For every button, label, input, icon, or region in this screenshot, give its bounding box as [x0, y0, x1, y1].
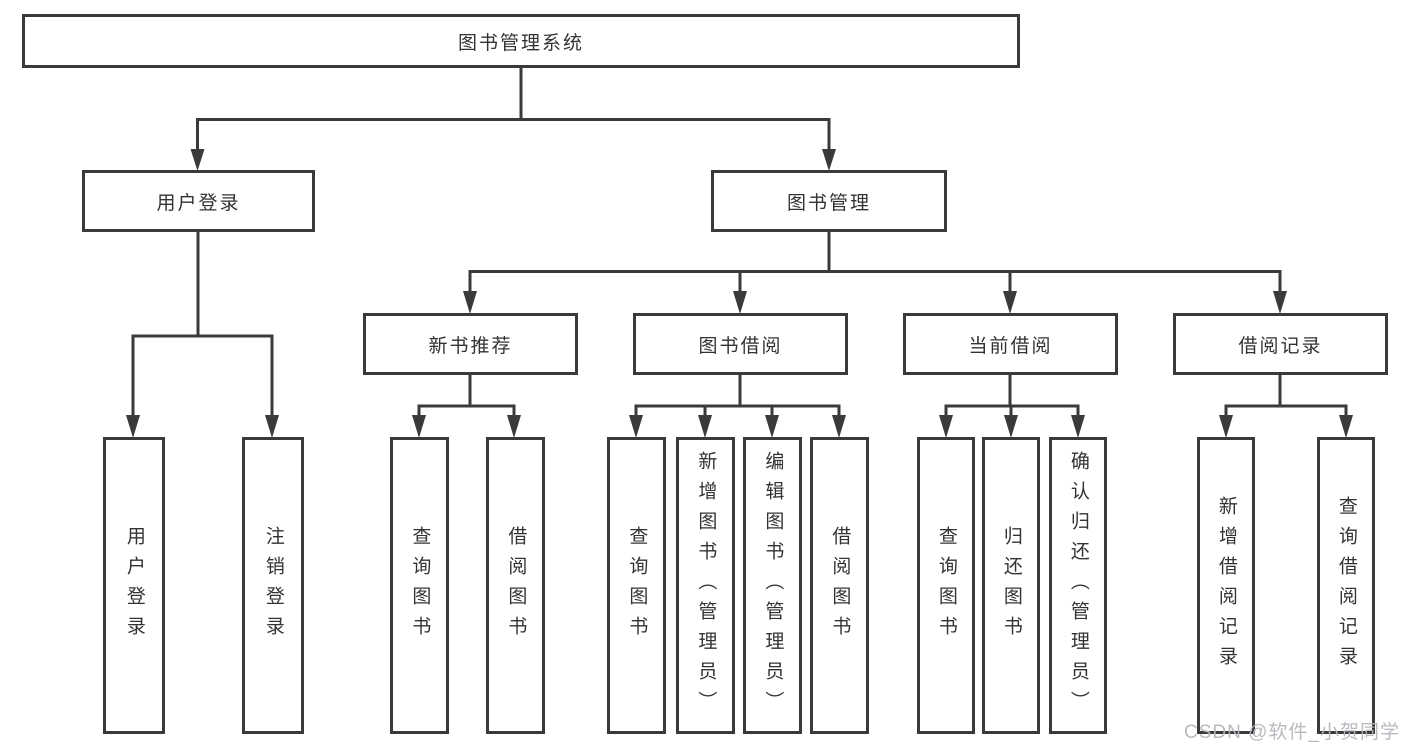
node-root: 图书管理系统 — [22, 14, 1020, 68]
leaf-logout-label: 注销登录 — [262, 525, 284, 646]
leaf-current-return-books: 归还图书 — [982, 437, 1040, 734]
leaf-records-add-record-label: 新增借阅记录 — [1215, 495, 1237, 676]
connector-book-management-to-level3 — [463, 229, 1287, 314]
leaf-borrow-edit-books-admin: 编辑图书（管理员） — [743, 437, 802, 734]
leaf-records-query-record-label: 查询借阅记录 — [1335, 495, 1357, 676]
leaf-recommend-borrow-books: 借阅图书 — [486, 437, 545, 734]
leaf-recommend-query-books: 查询图书 — [390, 437, 449, 734]
csdn-watermark: CSDN @软件_小贺同学 — [1184, 722, 1400, 743]
node-new-book-recommend-label: 新书推荐 — [428, 335, 513, 357]
leaf-recommend-borrow-books-label: 借阅图书 — [505, 525, 527, 646]
leaf-borrow-borrow-books-label: 借阅图书 — [829, 525, 851, 646]
connector-user-login-to-children — [126, 228, 279, 438]
node-book-borrow: 图书借阅 — [633, 313, 848, 375]
node-book-management-label: 图书管理 — [786, 192, 871, 214]
leaf-current-confirm-return-admin-label: 确认归还（管理员） — [1067, 450, 1089, 721]
node-current-borrow-label: 当前借阅 — [968, 335, 1053, 357]
leaf-borrow-borrow-books: 借阅图书 — [810, 437, 869, 734]
leaf-logout: 注销登录 — [242, 437, 304, 734]
leaf-current-confirm-return-admin: 确认归还（管理员） — [1049, 437, 1107, 734]
node-current-borrow: 当前借阅 — [903, 313, 1118, 375]
node-root-label: 图书管理系统 — [457, 32, 584, 54]
node-book-management: 图书管理 — [711, 170, 947, 232]
connector-new-book-recommend-to-children — [412, 372, 521, 438]
node-book-borrow-label: 图书借阅 — [698, 335, 783, 357]
connector-current-borrow-to-children — [939, 372, 1085, 438]
connector-book-borrow-to-children — [629, 372, 846, 438]
leaf-current-query-books: 查询图书 — [917, 437, 975, 734]
leaf-current-query-books-label: 查询图书 — [935, 525, 957, 646]
node-user-login-label: 用户登录 — [156, 192, 241, 214]
node-new-book-recommend: 新书推荐 — [363, 313, 578, 375]
leaf-borrow-add-books-admin-label: 新增图书（管理员） — [695, 450, 717, 721]
leaf-borrow-query-books: 查询图书 — [607, 437, 666, 734]
leaf-user-login: 用户登录 — [103, 437, 165, 734]
leaf-user-login-label: 用户登录 — [123, 525, 145, 646]
leaf-borrow-edit-books-admin-label: 编辑图书（管理员） — [762, 450, 784, 721]
node-borrow-records: 借阅记录 — [1173, 313, 1388, 375]
leaf-records-query-record: 查询借阅记录 — [1317, 437, 1375, 734]
leaf-current-return-books-label: 归还图书 — [1000, 525, 1022, 646]
connector-root-to-level2 — [190, 64, 836, 171]
leaf-borrow-query-books-label: 查询图书 — [626, 525, 648, 646]
connector-borrow-records-to-children — [1219, 372, 1353, 438]
node-borrow-records-label: 借阅记录 — [1238, 335, 1323, 357]
leaf-records-add-record: 新增借阅记录 — [1197, 437, 1255, 734]
leaf-borrow-add-books-admin: 新增图书（管理员） — [676, 437, 735, 734]
leaf-recommend-query-books-label: 查询图书 — [409, 525, 431, 646]
node-user-login: 用户登录 — [82, 170, 315, 232]
